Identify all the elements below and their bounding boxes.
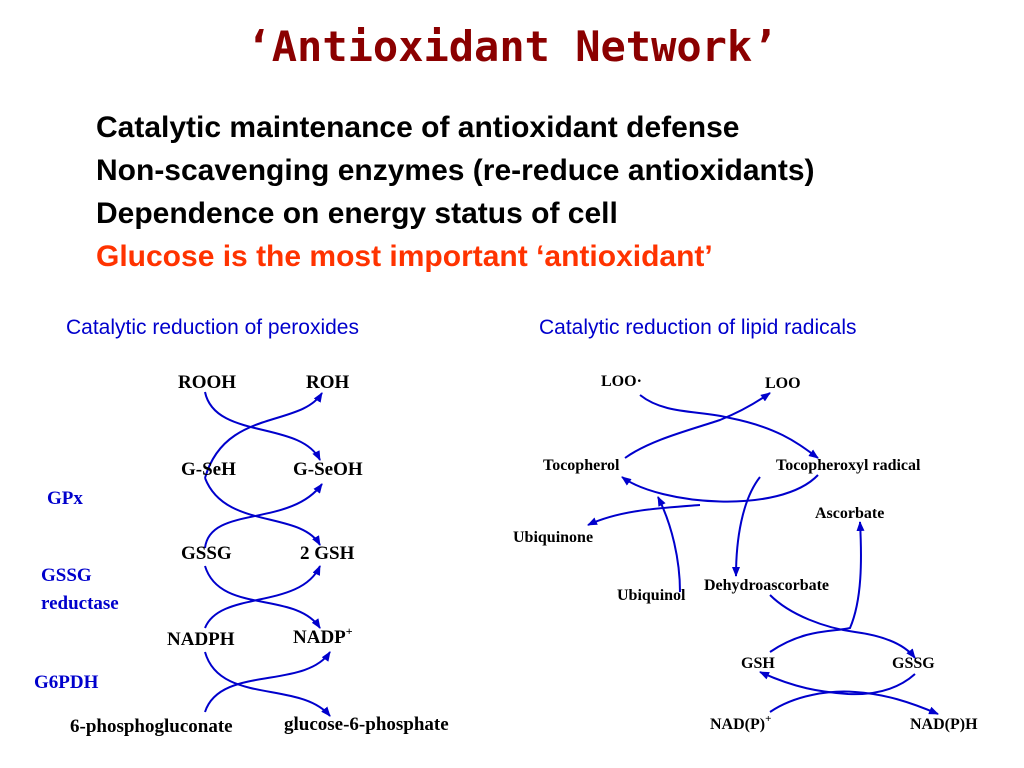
arrow-pgluconate-to-nadph (204, 651, 331, 713)
arrow-loo-radical-to-tocopheroxyl (639, 394, 819, 459)
enzyme-gpx: GPx (47, 488, 83, 509)
node-2gsh: 2 GSH (300, 543, 355, 564)
node-nadp-plus-right: NAD(P)+ (710, 713, 771, 733)
node-gssg-right: GSSG (892, 655, 935, 672)
node-rooh: ROOH (178, 372, 236, 393)
right-cycle-arrows (587, 392, 939, 715)
arrow-gseh-to-roh (204, 392, 323, 479)
left-cycle-arrows (204, 391, 331, 717)
node-gseh: G-SeH (181, 459, 236, 480)
enzyme-g6pdh: G6PDH (34, 672, 99, 693)
bullet-list: Catalytic maintenance of antioxidant def… (96, 106, 815, 278)
node-dehydroascorbate: Dehydroascorbate (704, 577, 829, 594)
node-ascorbate: Ascorbate (815, 505, 884, 522)
node-tocopherol: Tocopherol (543, 457, 620, 474)
node-glucose-6-phosphate: glucose-6-phosphate (284, 714, 449, 735)
bullet-catalytic-maintenance: Catalytic maintenance of antioxidant def… (96, 111, 740, 144)
arrow-to-ubiquinone (587, 504, 701, 526)
arrow-tocopherol-to-loo (624, 392, 771, 459)
enzyme-gssg-reductase-line2: reductase (41, 593, 119, 614)
enzyme-gssg-reductase-line1: GSSG (41, 565, 92, 586)
node-gseoh: G-SeOH (293, 459, 363, 480)
right-panel-heading: Catalytic reduction of lipid radicals (539, 316, 857, 339)
node-nadph-right: NAD(P)H (910, 716, 978, 733)
node-nadp-plus: NADP+ (293, 624, 353, 648)
bullet-non-scavenging: Non-scavenging enzymes (re-reduce antiox… (96, 154, 815, 187)
node-ubiquinol: Ubiquinol (617, 587, 686, 604)
arrow-gsh-to-ascorbate (769, 521, 865, 653)
node-gsh: GSH (741, 655, 775, 672)
arrow-dehydroascorbate-to-gssg (769, 594, 916, 659)
arrow-nadp-to-nadph (769, 690, 939, 715)
bullet-glucose: Glucose is the most important ‘antioxida… (96, 240, 713, 273)
arrow-gssg-to-gseh (204, 483, 323, 549)
arrow-gssg-to-nadp (204, 565, 321, 629)
node-gssg: GSSG (181, 543, 232, 564)
arrow-rooh-to-gseoh (204, 391, 321, 461)
arrow-to-dehydroascorbate (732, 476, 761, 577)
slide-title: ‘Antioxidant Network’ (246, 22, 778, 71)
node-6-phosphogluconate: 6-phosphogluconate (70, 716, 233, 737)
left-panel-heading: Catalytic reduction of peroxides (66, 316, 359, 339)
arrow-nadph-to-gsh (204, 565, 321, 629)
node-tocopheroxyl-radical: Tocopheroxyl radical (776, 457, 921, 474)
node-loo-radical: LOO· (601, 373, 642, 390)
arrow-tocopheroxyl-to-tocopherol (621, 474, 819, 503)
arrow-gssg-to-gsh (759, 671, 916, 696)
arrow-ubiquinol-to-cycle (657, 496, 681, 593)
node-ubiquinone: Ubiquinone (513, 529, 593, 546)
node-loo: LOO (765, 375, 801, 392)
arrow-gseoh-to-gssg (204, 477, 321, 546)
arrow-nadp-to-g6p (204, 651, 331, 717)
node-nadph: NADPH (167, 629, 235, 650)
bullet-energy-status: Dependence on energy status of cell (96, 197, 618, 230)
node-roh: ROH (306, 372, 350, 393)
